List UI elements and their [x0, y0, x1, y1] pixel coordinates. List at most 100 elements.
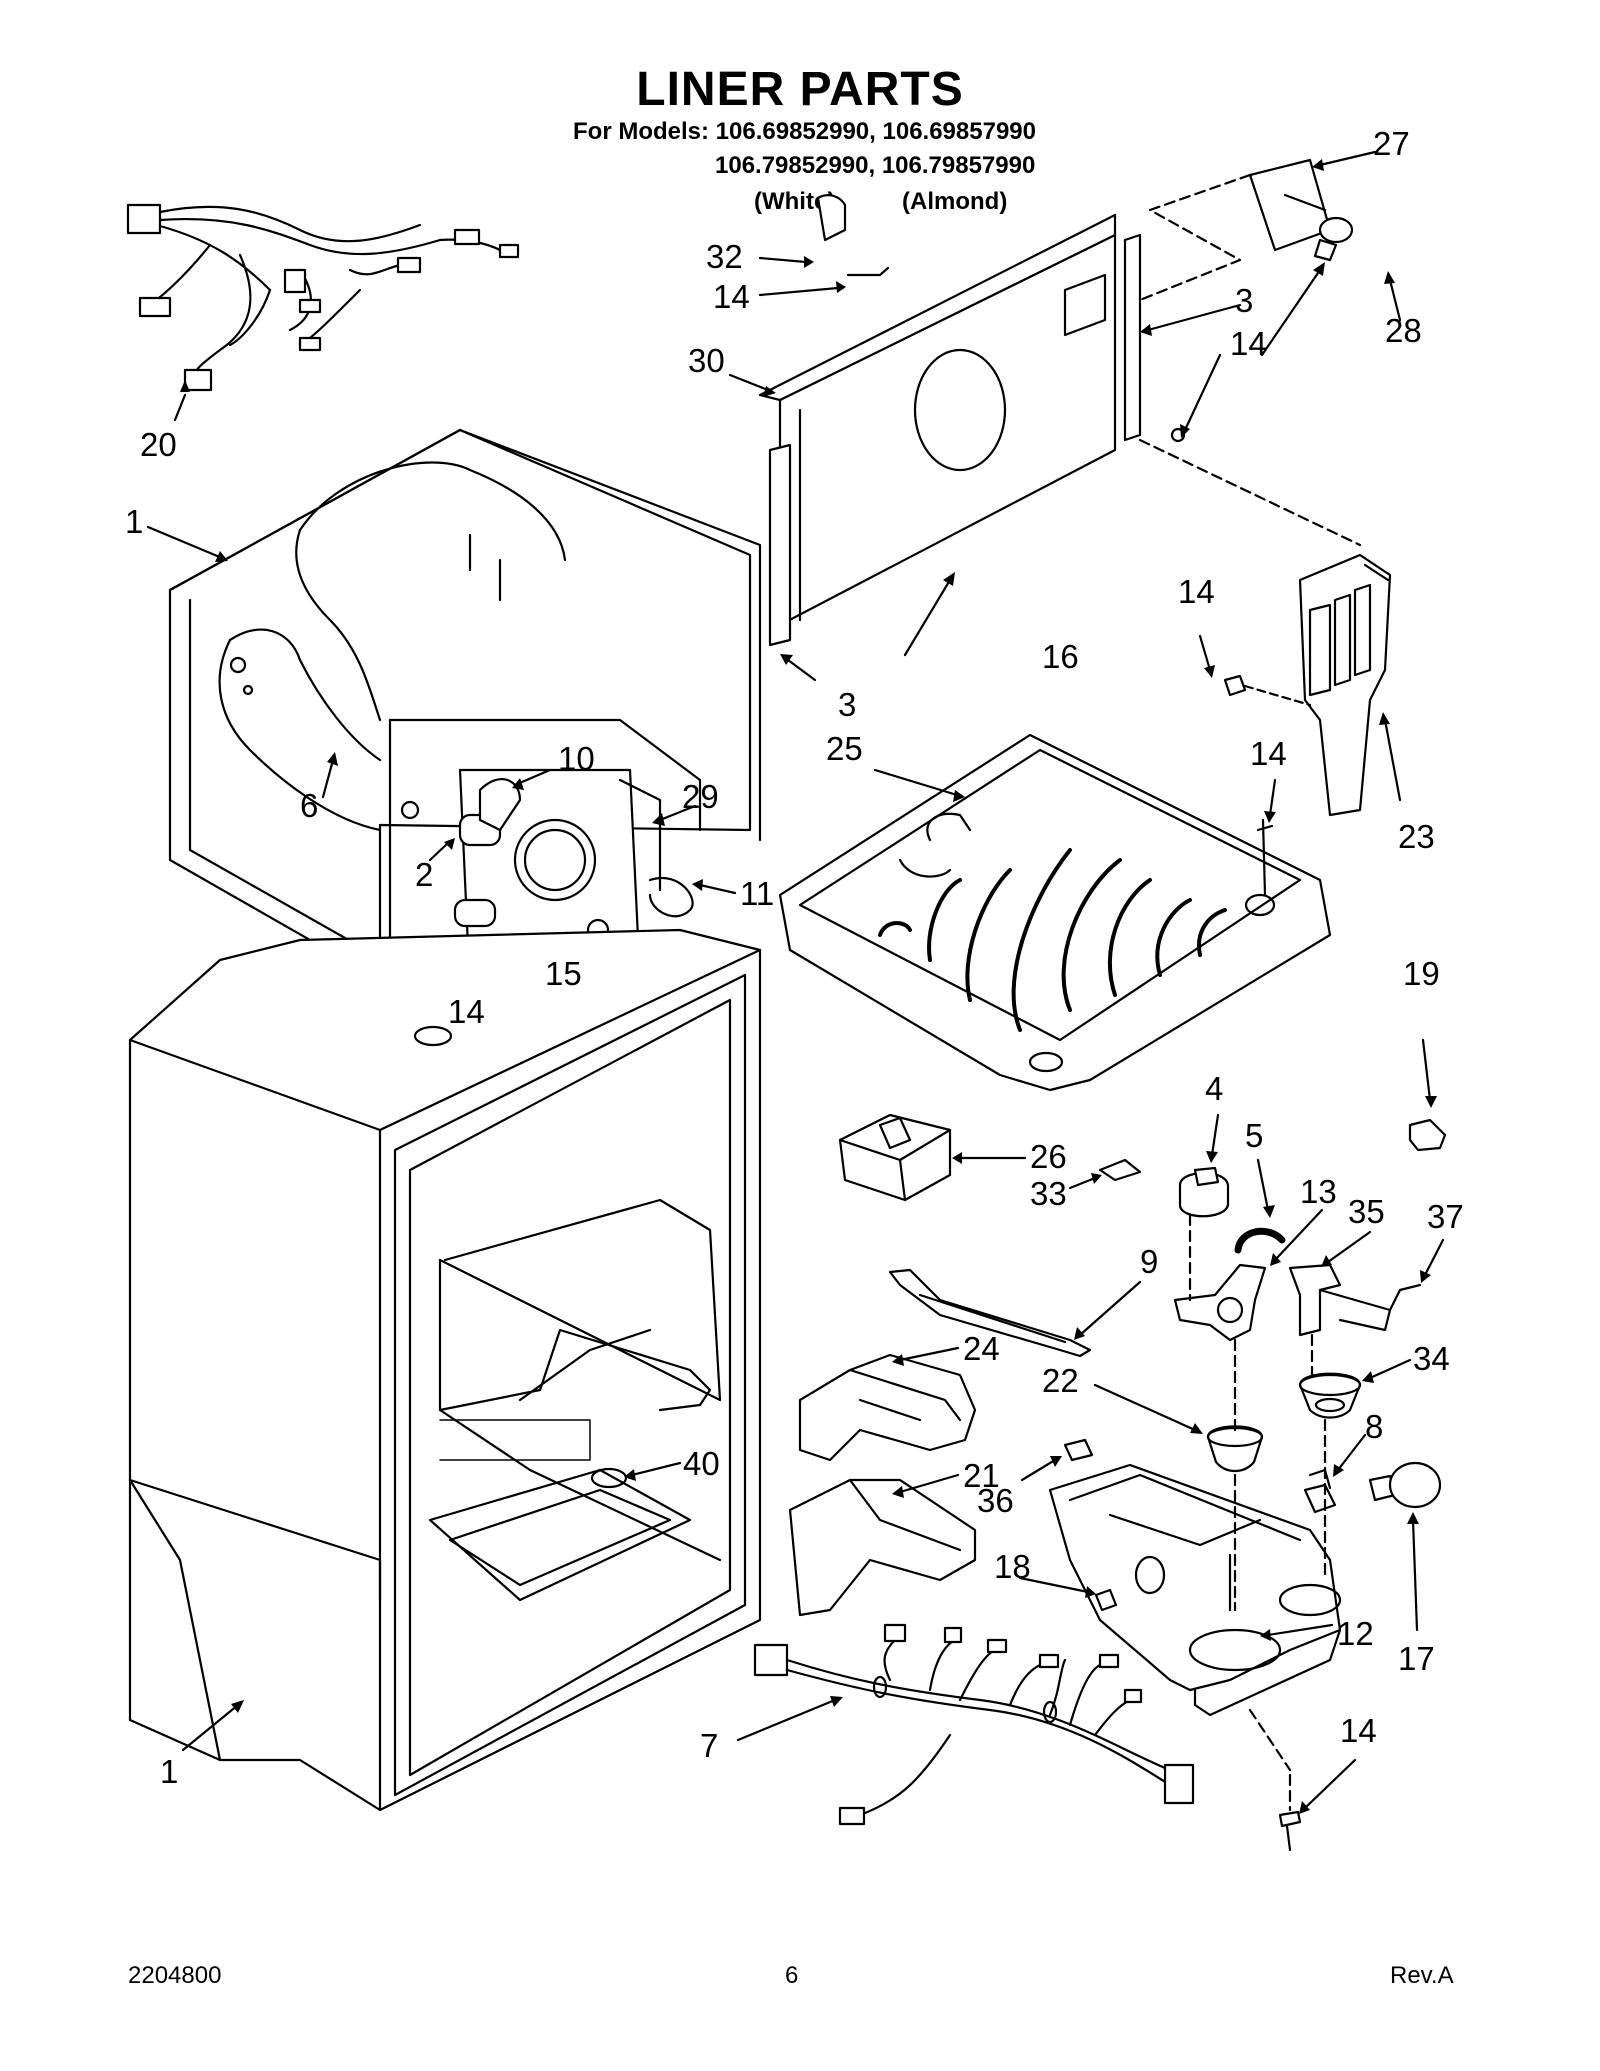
- leader-19: [1421, 1038, 1432, 1102]
- leader-28: [1388, 278, 1402, 322]
- bottom-screw: [1278, 1810, 1302, 1852]
- callout-34: 34: [1413, 1340, 1450, 1377]
- air-duct: [1223, 553, 1392, 817]
- freezer-floor-shelf: [778, 733, 1332, 1092]
- leader-6: [321, 758, 335, 799]
- drain-plug: [590, 1467, 628, 1489]
- leader-1a: [146, 525, 224, 560]
- leader-37: [1423, 1238, 1445, 1277]
- page-title: LINER PARTS: [636, 63, 964, 116]
- models-line-1: For Models: 106.69852990, 106.69857990: [573, 118, 1036, 145]
- callout-33: 33: [1030, 1175, 1067, 1212]
- leader-35: [1326, 1230, 1372, 1264]
- leader-17: [1411, 1518, 1419, 1632]
- dash-line-12: [1248, 1708, 1292, 1772]
- damper-cup-center: [1206, 1425, 1264, 1473]
- callout-8: 8: [1365, 1408, 1383, 1445]
- lamp-housing: [1048, 1463, 1342, 1717]
- leader-24: [898, 1346, 960, 1362]
- leader-18: [1018, 1576, 1090, 1594]
- callout-13: 13: [1300, 1173, 1337, 1210]
- callout-3b: 3: [838, 686, 856, 723]
- callout-6: 6: [300, 787, 318, 824]
- callout-29: 29: [682, 778, 719, 815]
- leader-25: [873, 768, 959, 797]
- freezer-liner: [168, 428, 762, 992]
- callout-4: 4: [1205, 1070, 1223, 1107]
- callout-14e: 14: [448, 993, 485, 1030]
- leader-3b: [786, 658, 817, 682]
- callout-17: 17: [1398, 1640, 1435, 1677]
- revision-label: Rev.A: [1390, 1962, 1454, 1989]
- callout-32: 32: [706, 238, 743, 275]
- callout-23: 23: [1398, 818, 1435, 855]
- leader-14c: [1198, 634, 1212, 672]
- damper-clip: [1408, 1118, 1447, 1152]
- leader-32: [758, 256, 808, 264]
- control-plate: [1138, 158, 1354, 302]
- leader-36: [1020, 1458, 1057, 1482]
- leader-14a: [758, 286, 840, 297]
- leader-14d: [1268, 778, 1277, 817]
- leader-40: [630, 1461, 682, 1477]
- freezer-back-panel: [758, 194, 1186, 647]
- wiring-harness-lower: [753, 1623, 1195, 1826]
- leader-20: [173, 393, 187, 422]
- callout-30: 30: [688, 342, 725, 379]
- callout-14d: 14: [1250, 735, 1287, 772]
- dash-line-16-23: [1138, 438, 1362, 547]
- damper-strip: [888, 1268, 1092, 1358]
- bulb-fuse: [1094, 1588, 1118, 1612]
- callout-37: 37: [1427, 1198, 1464, 1235]
- leader-14-top: [1260, 268, 1322, 357]
- light-switch-bracket: [1173, 1263, 1267, 1342]
- leader-14f: [1303, 1758, 1357, 1810]
- callout-16: 16: [1042, 638, 1079, 675]
- models-color-almond: (Almond): [902, 188, 1008, 215]
- callout-28: 28: [1385, 312, 1422, 349]
- light-bulb: [1368, 1461, 1442, 1509]
- crisper-cover-21: [788, 1478, 977, 1617]
- callout-14b: 14: [1230, 325, 1267, 362]
- callout-24: 24: [963, 1330, 1000, 1367]
- air-diffuser-block: [838, 1113, 952, 1202]
- leader-23: [1383, 718, 1402, 802]
- callout-12: 12: [1337, 1615, 1374, 1652]
- callout-27: 27: [1373, 125, 1410, 162]
- leader-2: [428, 841, 450, 862]
- leader-11: [698, 883, 737, 895]
- callout-14f: 14: [1340, 1712, 1377, 1749]
- models-line-2: 106.79852990, 106.79857990: [715, 152, 1036, 179]
- callout-9: 9: [1140, 1243, 1158, 1280]
- wiring-harness-upper: [126, 203, 520, 392]
- callout-1b: 1: [160, 1753, 178, 1790]
- leader-29: [658, 804, 697, 822]
- callout-36: 36: [977, 1482, 1014, 1519]
- leader-4: [1210, 1113, 1220, 1157]
- leader-1b: [181, 1703, 240, 1752]
- thermostat-sensor: [1178, 1166, 1230, 1218]
- leader-34: [1368, 1358, 1412, 1380]
- callout-20: 20: [140, 426, 177, 463]
- callout-2: 2: [415, 856, 433, 893]
- leader-5: [1256, 1158, 1270, 1212]
- leader-27: [1318, 150, 1377, 167]
- leader-8: [1336, 1433, 1367, 1472]
- callout-14c: 14: [1178, 573, 1215, 610]
- callout-14a: 14: [713, 278, 750, 315]
- leader-9: [1078, 1280, 1142, 1337]
- page-number: 6: [785, 1962, 799, 1989]
- callout-1a: 1: [125, 503, 143, 540]
- leader-14b: [1183, 353, 1222, 432]
- callout-15: 15: [545, 955, 582, 992]
- leader-33: [1068, 1176, 1097, 1190]
- callout-10: 10: [558, 740, 595, 777]
- fresh-food-liner: [128, 928, 762, 1812]
- callout-7: 7: [700, 1727, 718, 1764]
- callout-18: 18: [994, 1548, 1031, 1585]
- callout-labels: 27 32 14 3 14 28 30 20 1 14 16 3 14 25 1…: [125, 125, 1464, 1790]
- callout-25: 25: [826, 730, 863, 767]
- damper-cup: [1298, 1372, 1362, 1419]
- leader-13: [1273, 1208, 1324, 1262]
